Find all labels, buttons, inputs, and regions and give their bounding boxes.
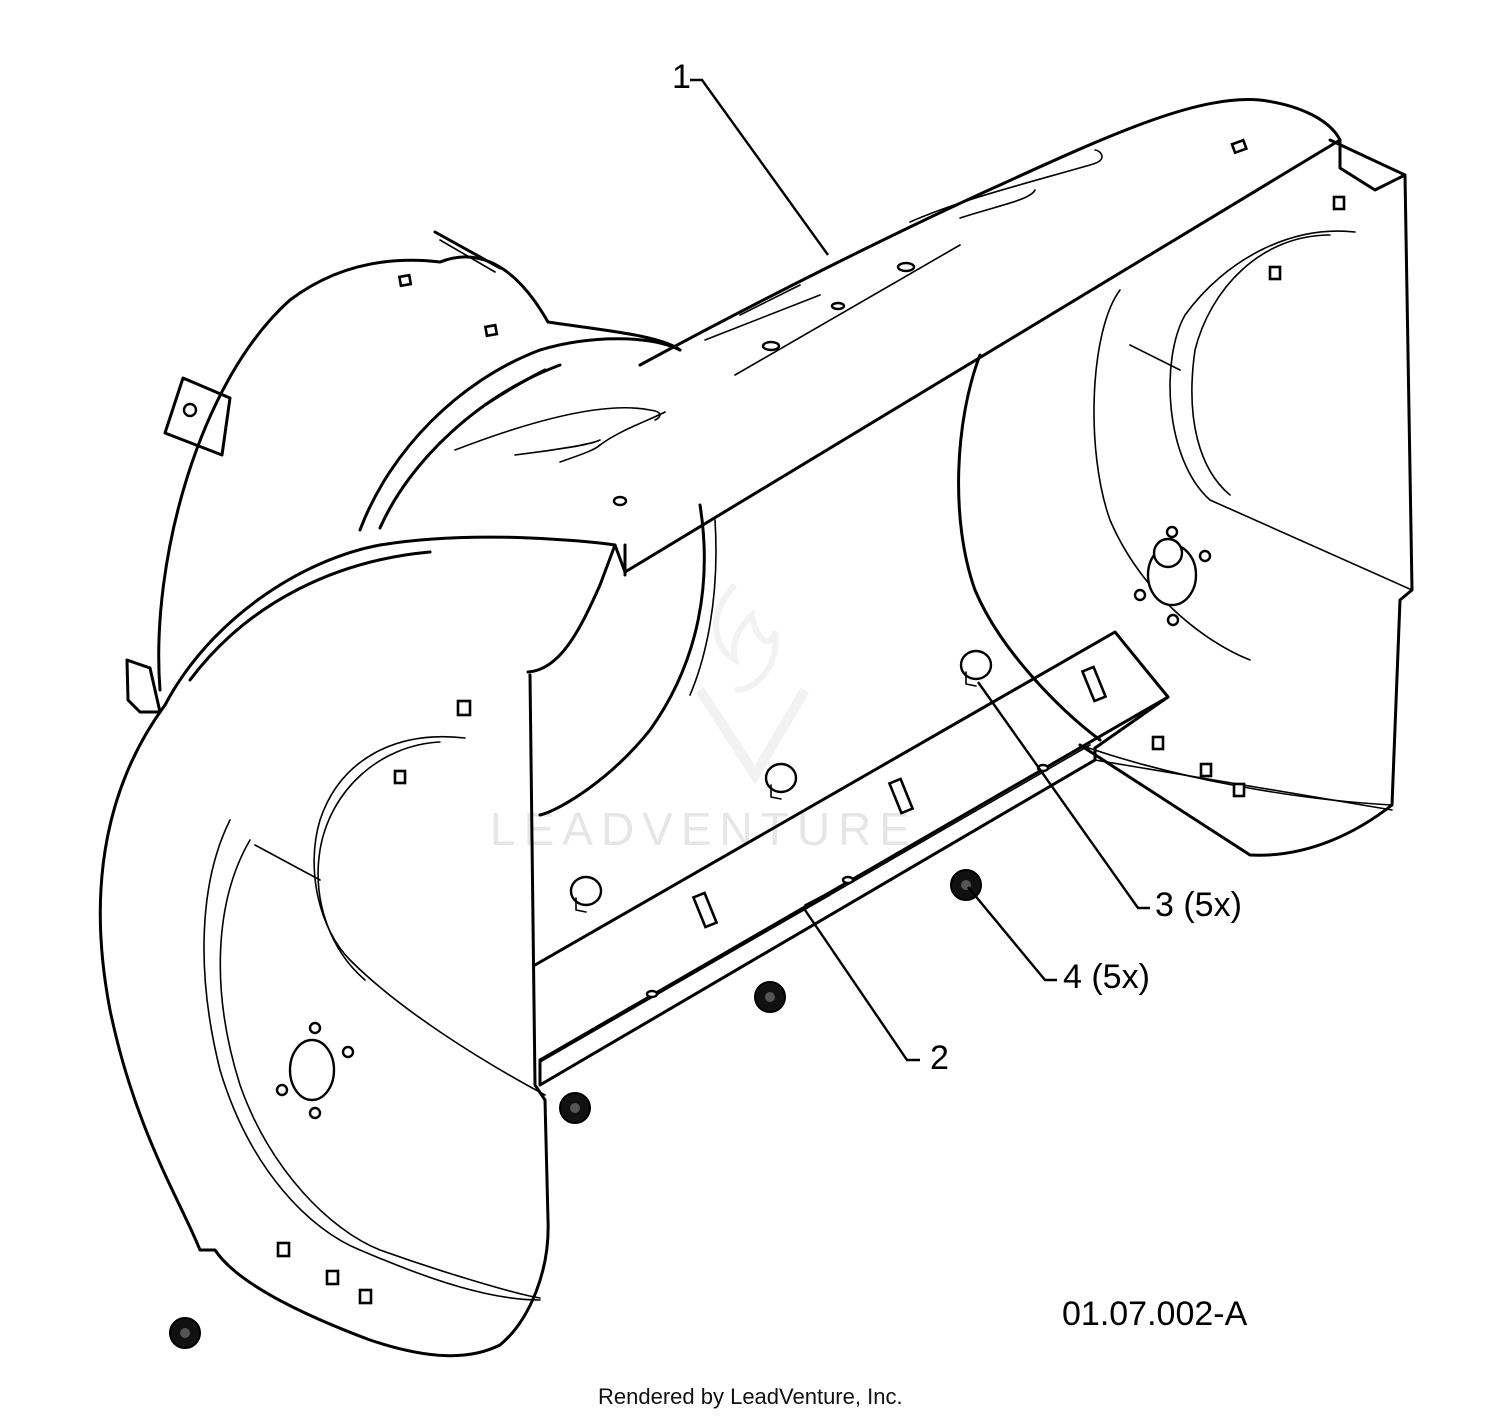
callout-3: 3 (5x): [1155, 886, 1242, 924]
watermark-logo: [695, 582, 810, 785]
callout-2: 2: [930, 1039, 949, 1077]
left-side-plate: [98, 543, 617, 1358]
carriage-bolt: [959, 649, 993, 687]
carriage-bolts: [569, 649, 993, 913]
right-side-plate: [957, 138, 1414, 857]
callout-4: 4 (5x): [1063, 958, 1150, 996]
leader-lines: [690, 78, 1150, 1062]
watermark-text: LEADVENTURE: [490, 803, 918, 855]
footer-credit: Rendered by LeadVenture, Inc.: [598, 1384, 903, 1409]
scraper-bar: [533, 630, 1170, 1087]
figure-id: 01.07.002-A: [1062, 1295, 1248, 1333]
carriage-bolt: [764, 762, 798, 800]
housing-top: [125, 98, 1342, 817]
carriage-bolt: [569, 875, 603, 913]
callout-1: 1: [672, 58, 691, 96]
